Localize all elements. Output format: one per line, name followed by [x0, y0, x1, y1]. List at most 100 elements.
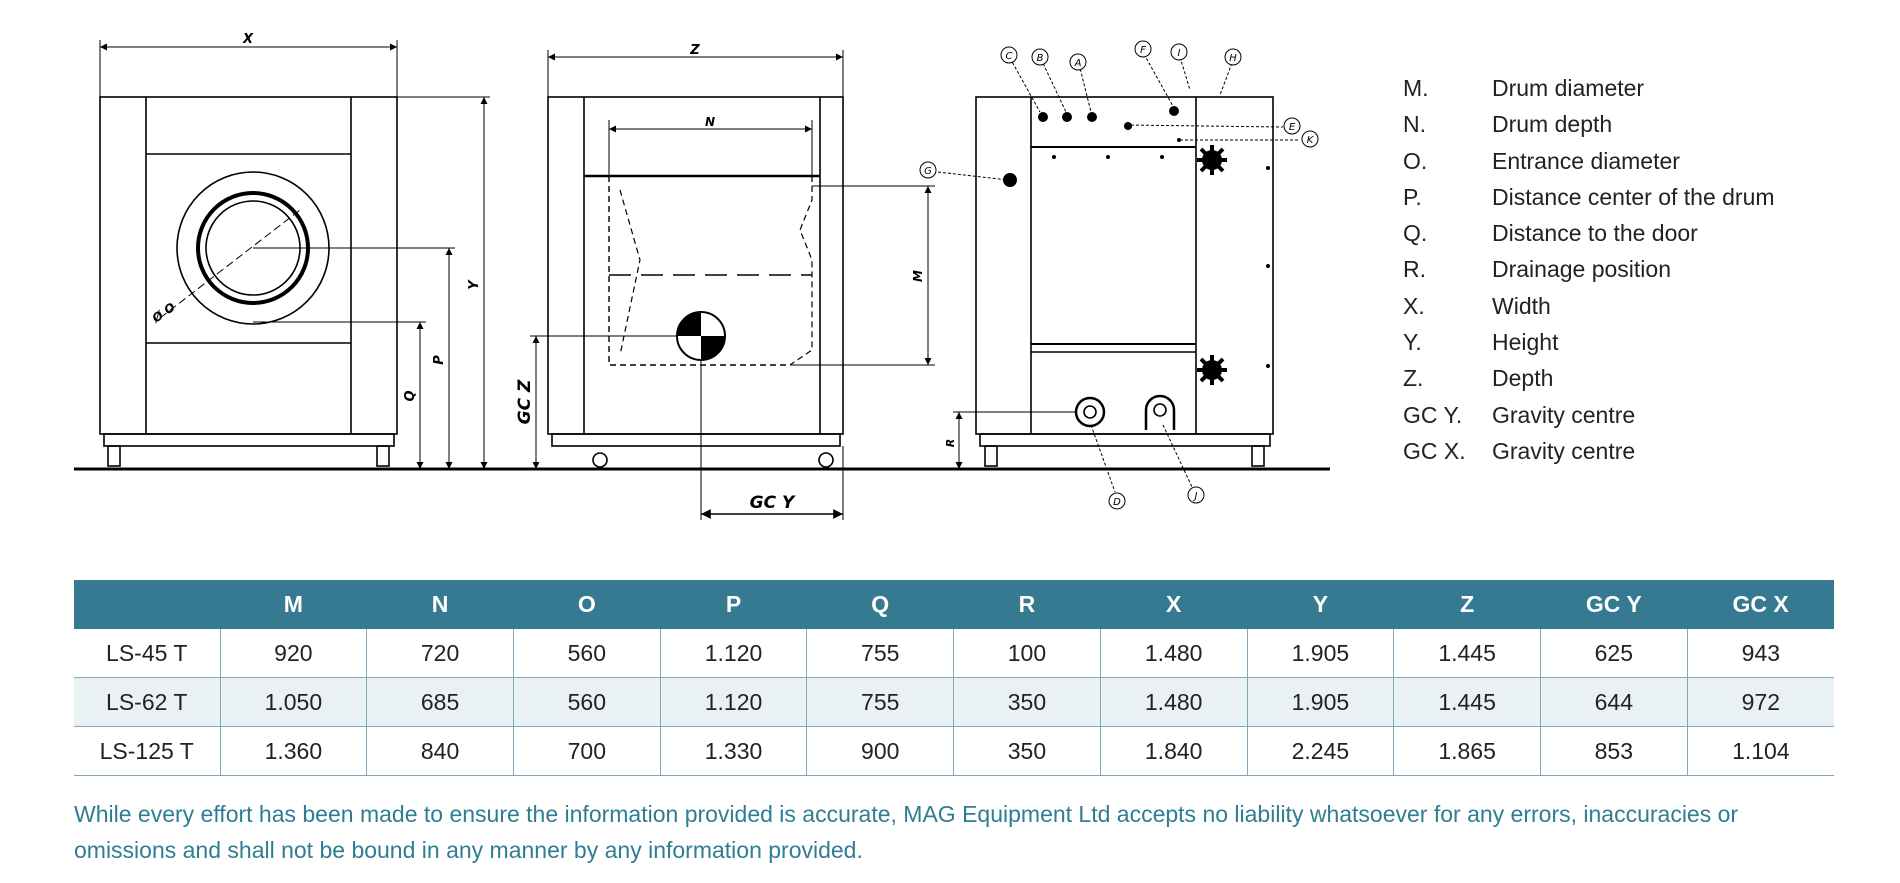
- legend-code: GC Y.: [1403, 401, 1463, 428]
- callout-g: G: [924, 166, 932, 177]
- legend-item: R.Drainage position: [1403, 251, 1775, 287]
- table-cell: 1.104: [1687, 726, 1834, 776]
- legend-label: Drainage position: [1492, 256, 1672, 283]
- table-cell: 900: [806, 726, 955, 776]
- legend-label: Drum depth: [1492, 111, 1613, 138]
- table-header: N: [366, 580, 514, 629]
- side-view: [530, 50, 935, 520]
- legend-code: GC X.: [1403, 437, 1466, 464]
- table-header: O: [513, 580, 661, 629]
- side-dim-gcz-label: GC Z: [515, 379, 535, 424]
- callout-i: I: [1178, 48, 1181, 59]
- table-cell: 350: [953, 677, 1101, 727]
- legend-label: Drum diameter: [1492, 75, 1645, 101]
- table-cell: 625: [1540, 629, 1688, 678]
- table-row: LS-62 T 1.050 685 560 1.120 755 350 1.48…: [74, 677, 1834, 727]
- legend-item: GC Y. Gravity centre: [1403, 397, 1775, 433]
- front-dim-q-label: Q: [403, 390, 418, 401]
- table-cell: 1.120: [660, 629, 808, 678]
- table-cell: 700: [513, 726, 661, 776]
- front-dim-o-label: Ø O: [149, 300, 178, 326]
- table-header: X: [1100, 580, 1248, 629]
- model-cell: LS-62 T: [74, 677, 221, 727]
- table-header: R: [953, 580, 1101, 629]
- table-cell: 840: [366, 726, 514, 776]
- legend-label: Height: [1492, 329, 1559, 356]
- callout-bubbles: C B A F I H E K G D J: [919, 40, 1319, 510]
- legend-item: M. Drum diameter: [1403, 70, 1775, 106]
- gear-icon-bottom: [1197, 355, 1227, 385]
- legend-item: O.Entrance diameter: [1403, 143, 1775, 179]
- legend-code: Q.: [1403, 220, 1428, 247]
- table-cell: 720: [366, 629, 514, 678]
- side-dim-z-label: Z: [689, 43, 700, 58]
- legend-label: Gravity centre: [1492, 437, 1636, 464]
- rear-view: [937, 53, 1300, 493]
- callout-a: A: [1074, 58, 1082, 69]
- technical-drawings: X Y P Q Ø O: [74, 32, 1330, 520]
- table-cell: 1.120: [660, 677, 808, 727]
- callout-b: B: [1037, 53, 1044, 64]
- front-view: [99, 40, 490, 469]
- table-cell: 1.840: [1100, 726, 1248, 776]
- disclaimer-text: While every effort has been made to ensu…: [74, 801, 1739, 863]
- model-cell: LS-125 T: [74, 726, 221, 776]
- side-dim-n-label: N: [705, 115, 715, 129]
- model-cell: LS-45 T: [74, 629, 221, 678]
- table-cell: 972: [1687, 677, 1834, 727]
- dimensions-table: M N O P Q R X Y Z GC Y GC X LS-45 T 920 …: [74, 580, 1834, 776]
- legend-label: Distance to the door: [1492, 220, 1698, 247]
- callout-f: F: [1140, 45, 1146, 56]
- front-dim-y-label: Y: [467, 279, 482, 290]
- front-dim-x-label: X: [242, 32, 254, 47]
- legend-label: Entrance diameter: [1492, 147, 1680, 174]
- legend-code: N.: [1403, 111, 1426, 138]
- table-header: Q: [806, 580, 954, 629]
- table-cell: 1.445: [1393, 677, 1541, 727]
- table-header-row: M N O P Q R X Y Z GC Y GC X: [74, 580, 1834, 629]
- table-header: [74, 580, 220, 629]
- side-dim-m-label: M: [911, 270, 925, 282]
- dimension-legend: M. Drum diameter N. Drum depth O.Entrance …: [1403, 70, 1775, 469]
- callout-d: D: [1113, 497, 1121, 508]
- legend-code: Y.: [1403, 329, 1422, 356]
- table-cell: 755: [806, 629, 955, 678]
- table-cell: 350: [953, 726, 1101, 776]
- legend-item: Q. Distance to the door: [1403, 215, 1775, 251]
- table-cell: 1.480: [1100, 629, 1248, 678]
- table-cell: 1.865: [1393, 726, 1541, 776]
- legend-label: Width: [1492, 292, 1551, 319]
- callout-e: E: [1289, 122, 1296, 133]
- table-cell: 1.480: [1100, 677, 1248, 727]
- table-header: GC Y: [1540, 580, 1688, 629]
- table-header: GC X: [1687, 580, 1834, 629]
- table-cell: 1.905: [1247, 629, 1395, 678]
- legend-label: Depth: [1492, 365, 1554, 392]
- callout-h: H: [1229, 53, 1237, 64]
- table-cell: 560: [513, 677, 661, 727]
- table-cell: 1.050: [220, 677, 368, 727]
- callout-k: K: [1307, 135, 1315, 146]
- table-cell: 1.905: [1247, 677, 1395, 727]
- table-cell: 1.445: [1393, 629, 1541, 678]
- legend-code: P.: [1403, 183, 1422, 210]
- legend-item: N. Drum depth: [1403, 106, 1775, 142]
- legend-item: Y. Height: [1403, 324, 1775, 360]
- legend-code: M.: [1403, 75, 1429, 101]
- side-dim-gcy-label: GC Y: [750, 493, 796, 513]
- legend-code: Z.: [1403, 365, 1424, 392]
- table-header: Y: [1247, 580, 1394, 629]
- rear-dim-r-label: R: [944, 439, 957, 447]
- legend-label: Gravity centre: [1492, 401, 1636, 428]
- callout-j: J: [1193, 491, 1198, 502]
- table-cell: 1.360: [220, 726, 368, 776]
- table-cell: 100: [953, 629, 1101, 678]
- legend-item: Z. Depth: [1403, 360, 1775, 396]
- table-row: LS-125 T 1.360 840 700 1.330 900 350 1.8…: [74, 726, 1834, 776]
- table-cell: 853: [1540, 726, 1688, 776]
- legend-code: X.: [1403, 292, 1425, 319]
- table-header: P: [660, 580, 807, 629]
- table-cell: 685: [366, 677, 514, 727]
- gravity-centre-symbol: [676, 311, 726, 361]
- table-cell: 943: [1687, 629, 1834, 678]
